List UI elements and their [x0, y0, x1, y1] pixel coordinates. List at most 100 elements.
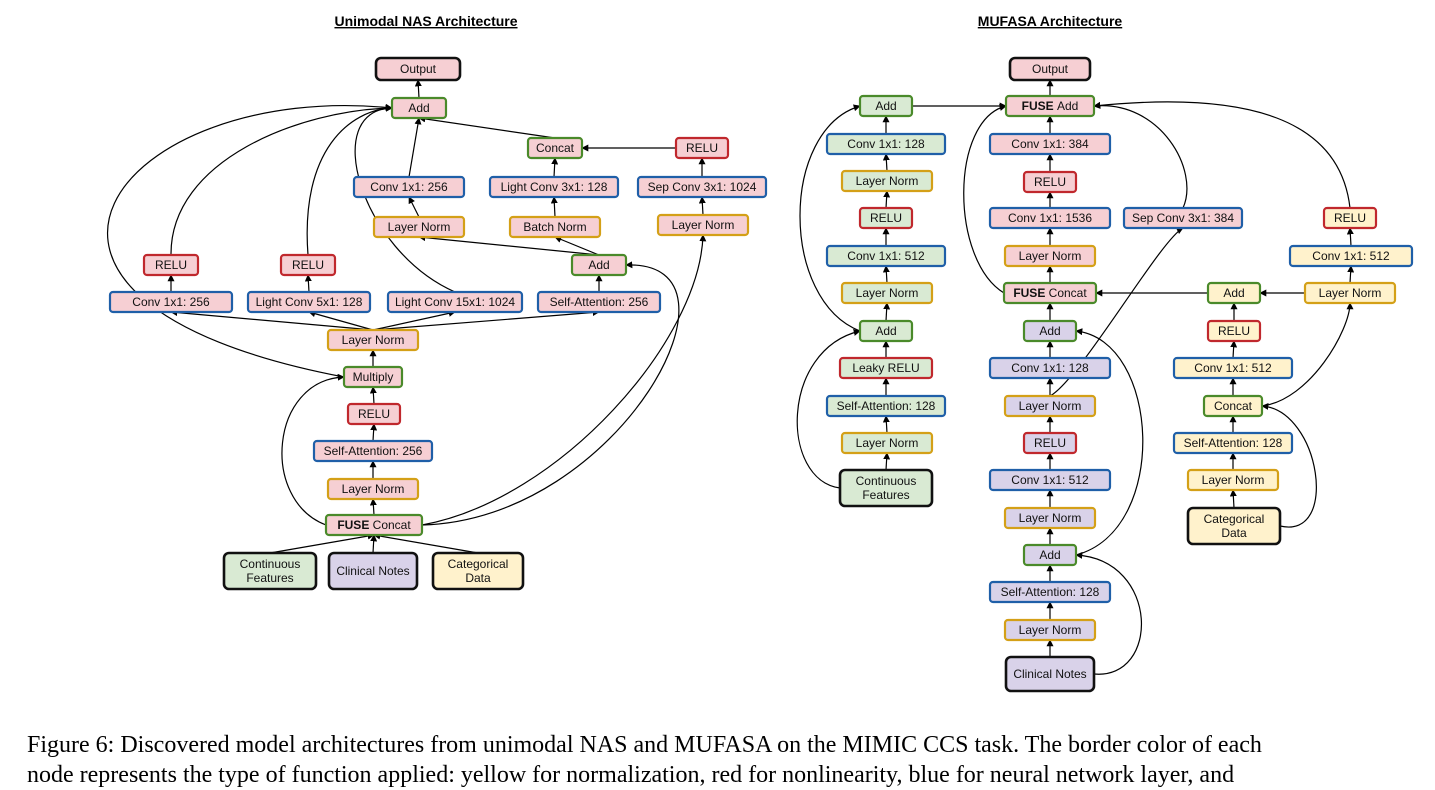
skip-edge-L_mult-to-L_add_top — [107, 103, 393, 378]
node-r-p-add2: Add — [1022, 543, 1078, 567]
node-r-y-ln: Layer Norm — [1186, 468, 1280, 492]
node-l-add-top: Add — [390, 96, 448, 120]
node-r-output: Output — [1008, 56, 1092, 82]
node-r-y-sa128: Self-Attention: 128 — [1172, 431, 1294, 455]
skip-edge-L_fuse-to-L_add_mid — [421, 261, 680, 526]
node-r-g-ln2: Layer Norm — [840, 281, 934, 305]
edge-R_y_conv512a-to-R_y_relu_top — [1346, 227, 1354, 247]
node-r-p-ln2: Layer Norm — [1003, 506, 1097, 530]
node-l-ln-a: Layer Norm — [372, 215, 466, 239]
node-label: Layer Norm — [856, 174, 919, 188]
skip-edge-R_y_in-to-R_y_concat — [1261, 402, 1317, 528]
edge-R_y_ln_top-to-R_y_conv512a — [1347, 265, 1355, 284]
node-label: Conv 1x1: 256 — [370, 180, 448, 194]
node-box — [858, 206, 914, 230]
node-r-y-ln-top: Layer Norm — [1303, 281, 1397, 305]
node-box — [825, 244, 947, 268]
node-box — [386, 290, 524, 314]
skip-edge-R_g_add_mid-to-R_g_add_top — [799, 104, 861, 332]
node-label: FUSE Concat — [337, 518, 411, 532]
node-label: Conv 1x1: 1536 — [1008, 211, 1092, 225]
node-label: Layer Norm — [1019, 249, 1082, 263]
node-box — [1288, 244, 1414, 268]
node-label: RELU — [292, 258, 324, 272]
skip-edge-L_fuse-to-L_mult — [281, 373, 345, 526]
node-label: Self-Attention: 128 — [837, 399, 936, 413]
caption-line-2: node represents the type of function app… — [27, 762, 1235, 788]
node-r-y-relu-top: RELU — [1322, 206, 1378, 230]
node-box — [988, 580, 1112, 604]
skip-edge-R_p_add2-to-R_p_add1 — [1075, 328, 1144, 556]
node-l-relu-sep: RELU — [674, 136, 730, 160]
node-box — [1022, 319, 1078, 343]
edge-L_in_cont-to-L_fuse — [269, 532, 375, 554]
node-label: Concat — [1214, 399, 1253, 413]
node-box — [825, 394, 947, 418]
node-l-relu3: RELU — [346, 402, 402, 426]
node-box — [1322, 206, 1378, 230]
node-l-lconv15: Light Conv 15x1: 1024 — [386, 290, 524, 314]
node-box — [988, 132, 1112, 156]
node-box — [342, 365, 404, 389]
right-panel-title: MUFASA Architecture — [978, 13, 1123, 29]
node-box — [1303, 281, 1397, 305]
node-r-y-concat: Concat — [1202, 394, 1264, 418]
node-box — [1003, 618, 1097, 642]
edge-R_g_relu-to-R_g_ln1 — [883, 190, 891, 209]
node-box — [1206, 319, 1262, 343]
node-label: RELU — [1218, 324, 1250, 338]
node-box — [327, 551, 419, 591]
edge-L_concat-to-L_add_top — [418, 115, 556, 139]
edge-R_g_in-to-R_g_ln3 — [883, 452, 891, 471]
node-l-bn: Batch Norm — [508, 215, 602, 239]
node-box — [988, 356, 1112, 380]
caption-line-1: Figure 6: Discovered model architectures… — [27, 732, 1262, 758]
op-label: Concat — [1049, 286, 1088, 300]
node-l-ln-mid: Layer Norm — [326, 328, 420, 352]
node-box — [431, 551, 525, 591]
edge-L_ln_mid-to-L_lconv5 — [308, 310, 374, 331]
node-box — [1003, 506, 1097, 530]
node-l-concat: Concat — [526, 136, 584, 160]
node-box — [352, 175, 466, 199]
node-l-relu1: RELU — [142, 253, 200, 277]
edge-L_relu3-to-L_mult — [369, 386, 377, 405]
node-l-in-notes: Clinical Notes — [327, 551, 419, 591]
node-box — [1022, 170, 1078, 194]
node-box — [279, 253, 337, 277]
node-l-sepconv: Sep Conv 3x1: 1024 — [636, 175, 768, 199]
node-label-line: Features — [862, 488, 909, 502]
node-label: Light Conv 5x1: 128 — [256, 295, 363, 309]
node-label: Layer Norm — [1019, 623, 1082, 637]
skip-edge-R_g_in-to-R_g_add_mid — [796, 329, 861, 489]
node-label: Sep Conv 3x1: 1024 — [648, 180, 757, 194]
node-box — [838, 468, 934, 508]
node-r-g-ln1: Layer Norm — [840, 169, 934, 193]
node-label-line: Features — [246, 571, 293, 585]
edges-layer — [107, 79, 1355, 675]
node-r-p-ln1: Layer Norm — [1003, 394, 1097, 418]
node-box — [324, 513, 424, 537]
node-label: Light Conv 3x1: 128 — [501, 180, 608, 194]
edge-L_bn-to-L_lconv3 — [550, 196, 558, 218]
left-panel-title: Unimodal NAS Architecture — [334, 13, 517, 29]
node-r-p-sa128: Self-Attention: 128 — [988, 580, 1112, 604]
node-box — [526, 136, 584, 160]
node-l-output: Output — [374, 56, 462, 82]
node-label: Conv 1x1: 512 — [847, 249, 925, 263]
node-label: Layer Norm — [342, 333, 405, 347]
node-label: Layer Norm — [672, 218, 735, 232]
node-box — [1004, 94, 1096, 118]
node-box — [142, 253, 200, 277]
skip-edge-R_p_in-to-R_p_add2 — [1075, 551, 1143, 675]
edge-L_in_notes-to-L_fuse — [370, 534, 378, 554]
node-box — [1003, 394, 1097, 418]
node-box — [108, 290, 234, 314]
node-box — [988, 468, 1112, 492]
node-box — [838, 356, 934, 380]
node-label: Conv 1x1: 512 — [1011, 473, 1089, 487]
